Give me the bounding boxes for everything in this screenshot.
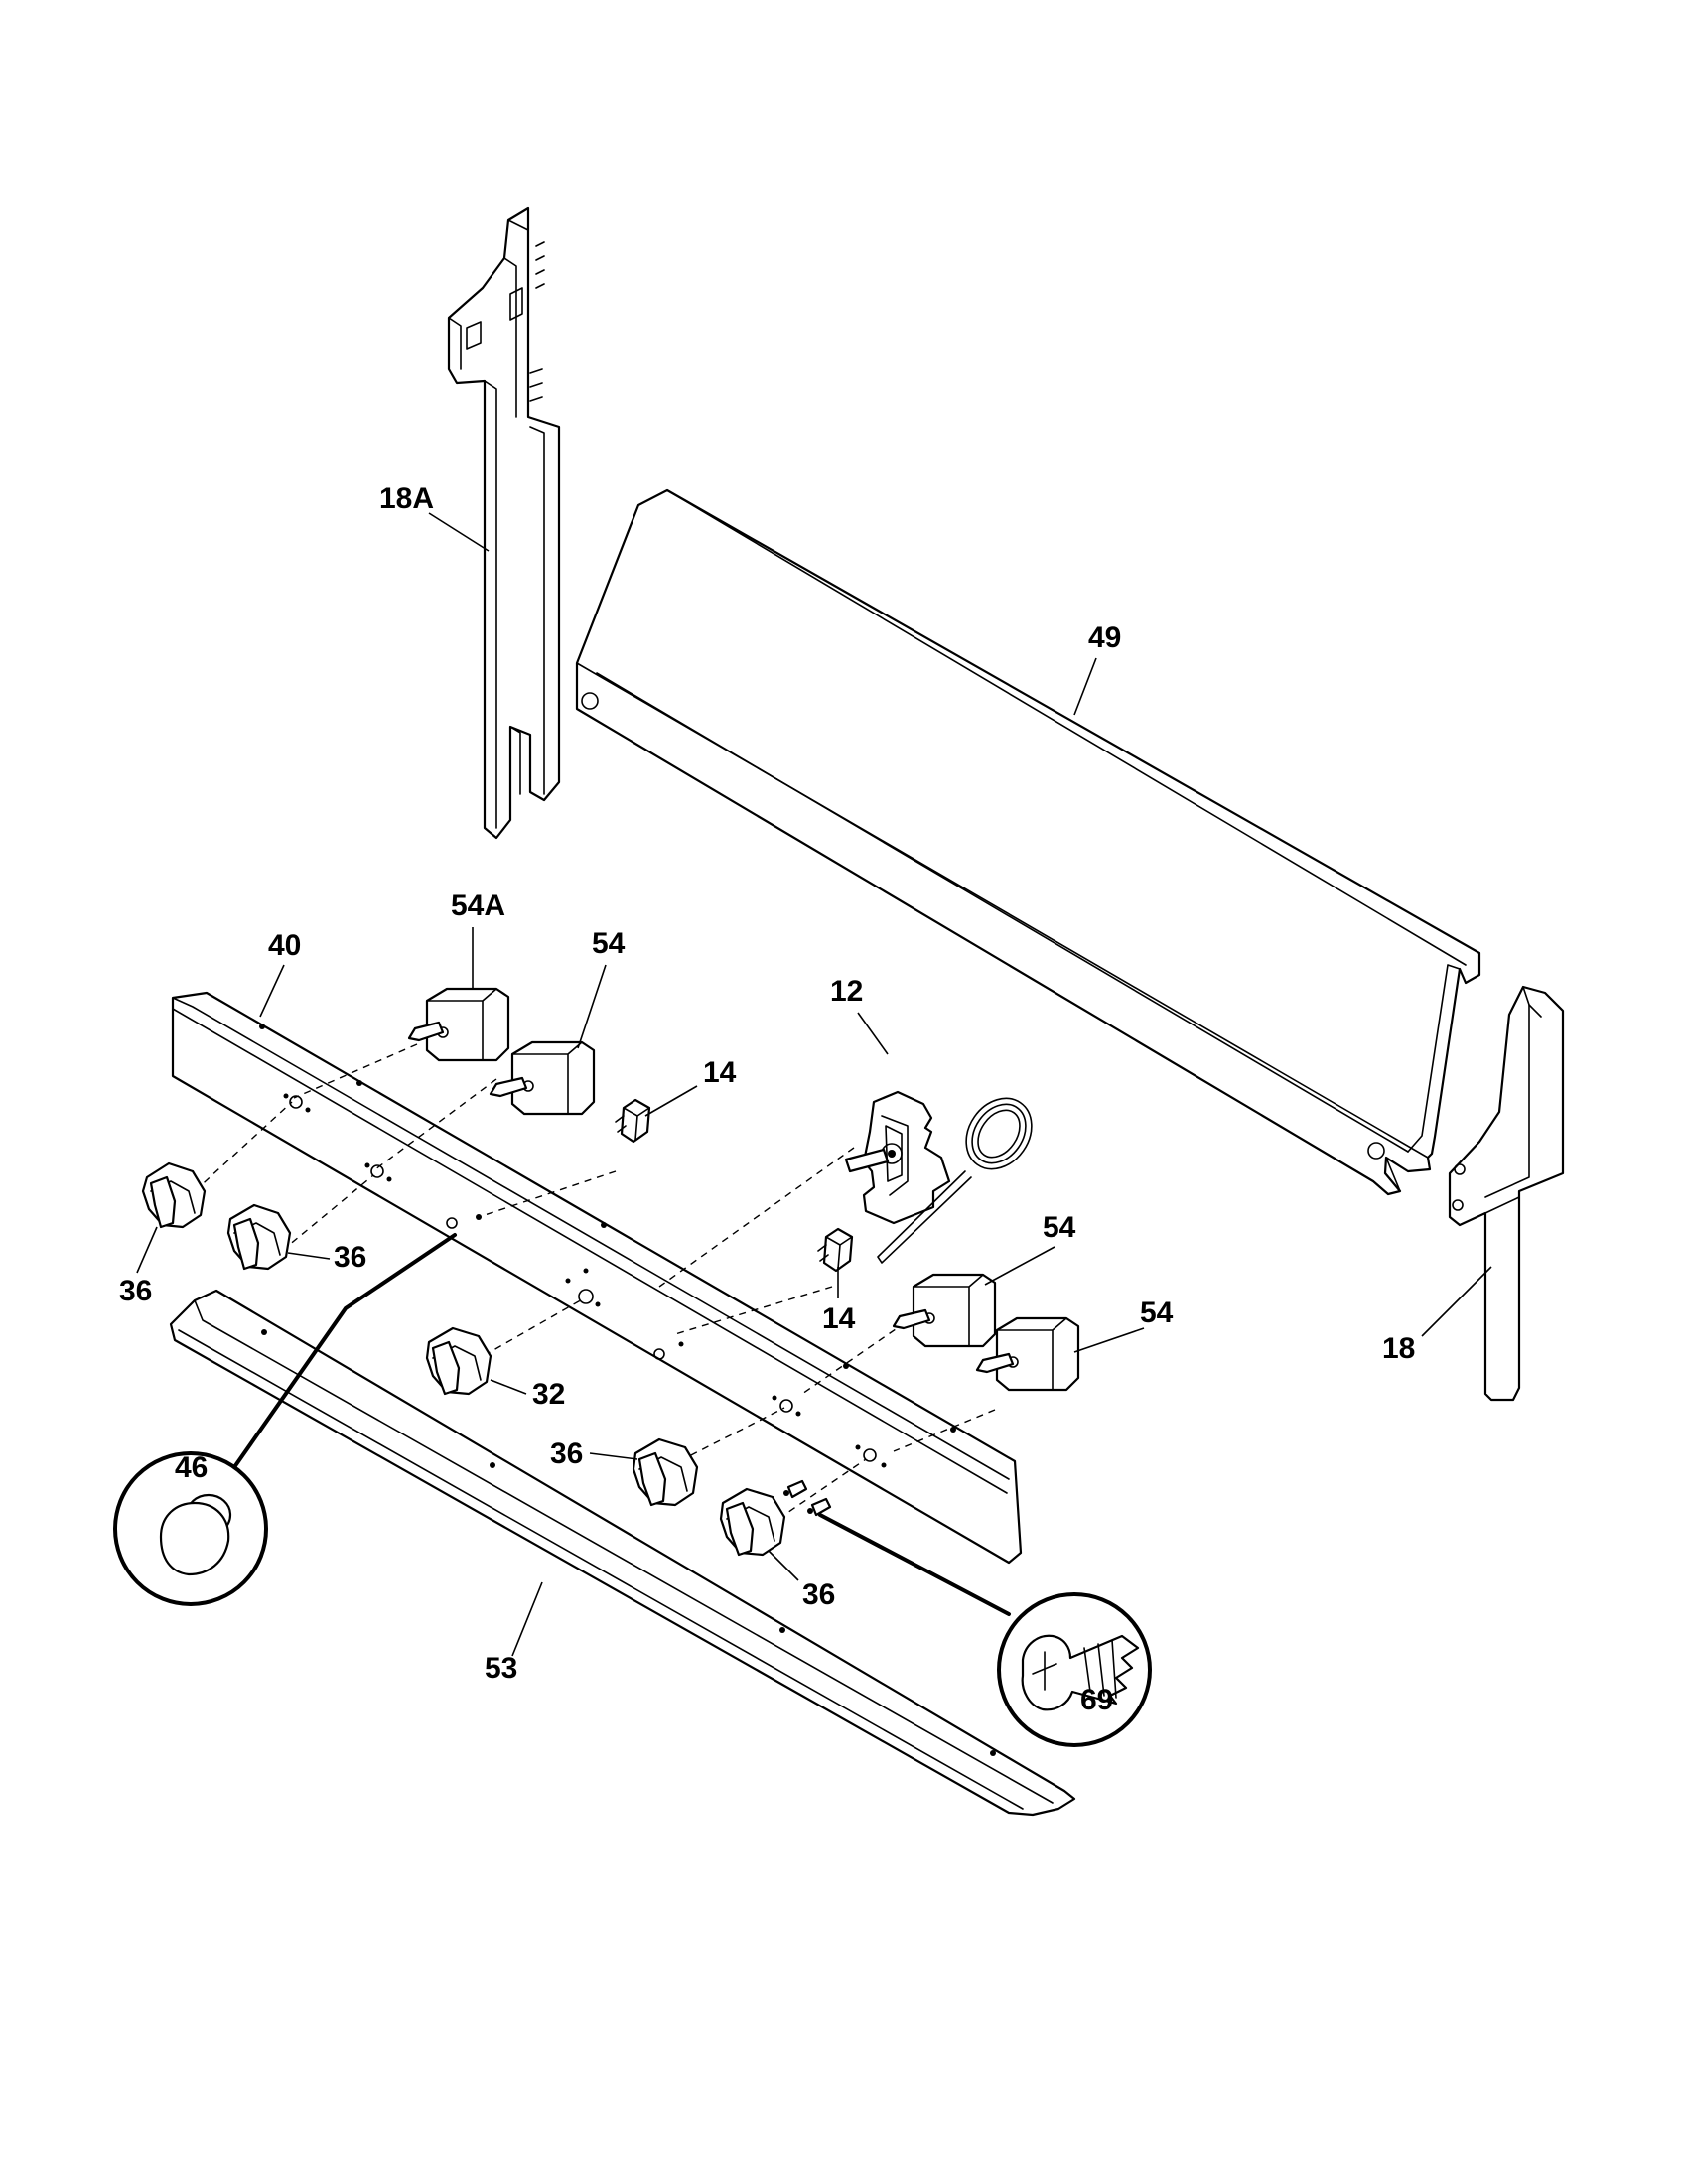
callout-69: [818, 1513, 1152, 1747]
control-box-54-mid: [892, 1273, 997, 1348]
indicator-switch-14-bottom: [817, 1227, 854, 1273]
label-12: 12: [830, 975, 863, 1008]
backguard-panel-49: [575, 488, 1481, 1196]
control-box-54-right: [975, 1316, 1080, 1392]
knob-36-right: [719, 1487, 786, 1557]
label-18a: 18A: [379, 482, 434, 515]
label-36-center: 36: [550, 1437, 583, 1470]
label-46: 46: [175, 1451, 208, 1484]
control-panel-40: [171, 991, 1023, 1565]
panel-screws: [783, 1479, 832, 1517]
label-54a: 54A: [451, 889, 505, 922]
label-32: 32: [532, 1378, 565, 1411]
label-36-right: 36: [802, 1578, 835, 1611]
label-49: 49: [1088, 621, 1121, 654]
label-40: 40: [268, 929, 301, 962]
label-53: 53: [485, 1652, 517, 1685]
label-14-top: 14: [703, 1056, 737, 1089]
label-54-top: 54: [592, 927, 626, 960]
label-69: 69: [1080, 1684, 1113, 1716]
label-14-bottom: 14: [822, 1302, 856, 1335]
knob-36-center: [632, 1437, 699, 1507]
label-18: 18: [1382, 1332, 1415, 1365]
assembly-dashed-lines: [194, 1043, 996, 1520]
knob-36-second: [226, 1203, 292, 1271]
label-36-second: 36: [334, 1241, 366, 1274]
label-54-right: 54: [1140, 1297, 1174, 1329]
knob-32: [425, 1326, 492, 1396]
control-box-54-top: [489, 1040, 596, 1116]
indicator-switch-14-top: [615, 1098, 651, 1144]
label-54-mid: 54: [1043, 1211, 1076, 1244]
trim-strip-53: [169, 1289, 1076, 1817]
end-cap-18: [1448, 985, 1565, 1402]
thermostat-12: [844, 1090, 1033, 1264]
control-box-54a: [407, 987, 510, 1062]
end-bracket-18a: [447, 206, 561, 840]
label-36-left: 36: [119, 1275, 152, 1307]
callout-46: [113, 1233, 457, 1606]
knob-36-left: [141, 1161, 207, 1229]
